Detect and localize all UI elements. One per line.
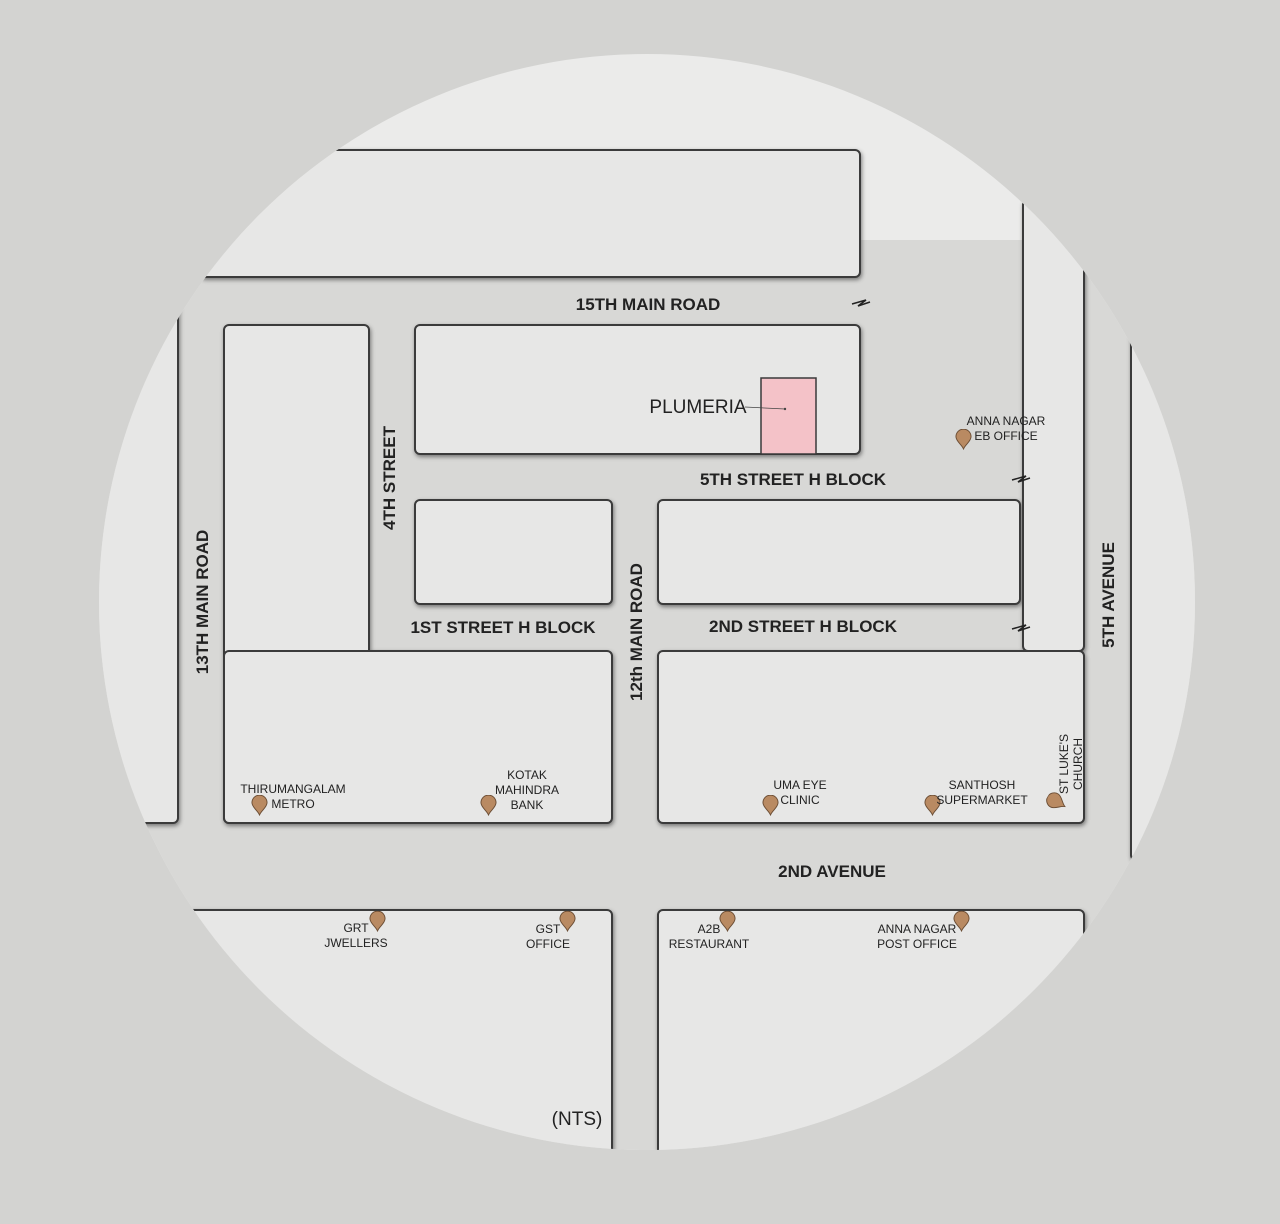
poi-label-line: GST (536, 922, 561, 936)
poi-label-line: ST LUKE'S (1057, 734, 1071, 794)
poi-st-lukes-church: ST LUKE'SCHURCH (1043, 734, 1085, 814)
poi-label-line: EB OFFICE (974, 429, 1037, 443)
poi-label-line: POST OFFICE (877, 937, 957, 951)
road-break-icon (851, 299, 1031, 632)
not-to-scale-note: (NTS) (552, 1109, 603, 1130)
plumeria-leader-line (744, 406, 786, 410)
block-bottom-right (657, 650, 1085, 824)
poi-label-line: RESTAURANT (669, 937, 750, 951)
poi-label-line: SANTHOSH (949, 778, 1016, 792)
road-13th-main: 13TH MAIN ROAD (193, 530, 212, 675)
poi-label-line: A2B (698, 922, 721, 936)
road-12th-main: 12th MAIN ROAD (627, 563, 646, 701)
poi-label-line: CLINIC (780, 793, 820, 807)
poi-label-line: THIRUMANGALAM (240, 782, 345, 796)
poi-label-line: GRT (343, 921, 369, 935)
svg-text:ST LUKE'SCHURCH: ST LUKE'SCHURCH (1057, 734, 1085, 794)
road-5th-street: 5TH STREET H BLOCK (700, 470, 887, 489)
poi-label-line: JWELLERS (324, 936, 387, 950)
block-mid-right (657, 499, 1021, 605)
poi-label-line: SUPERMARKET (936, 793, 1028, 807)
property-label: PLUMERIA (649, 397, 746, 418)
road-1st-street: 1ST STREET H BLOCK (410, 618, 596, 637)
road-2nd-street: 2ND STREET H BLOCK (709, 617, 898, 636)
block-4th-1st (414, 499, 613, 605)
poi-label-line: MAHINDRA (495, 783, 559, 797)
road-15th-main: 15TH MAIN ROAD (576, 295, 721, 314)
road-5th-avenue: 5TH AVENUE (1099, 542, 1118, 648)
block-plumeria (414, 324, 861, 455)
poi-label-line: ANNA NAGAR (878, 922, 957, 936)
road-2nd-avenue: 2ND AVENUE (778, 862, 886, 881)
poi-label-line: UMA EYE (773, 778, 826, 792)
poi-label-line: KOTAK (507, 768, 547, 782)
poi-label-line: BANK (511, 798, 544, 812)
block-bottom-left-inner (223, 650, 613, 824)
poi-label-line: ANNA NAGAR (967, 414, 1046, 428)
poi-label-line: OFFICE (526, 937, 570, 951)
poi-label-line: CHURCH (1071, 738, 1085, 790)
poi-label-line: METRO (271, 797, 314, 811)
plumeria-building (760, 377, 817, 455)
road-4th-street: 4TH STREET (380, 425, 399, 530)
